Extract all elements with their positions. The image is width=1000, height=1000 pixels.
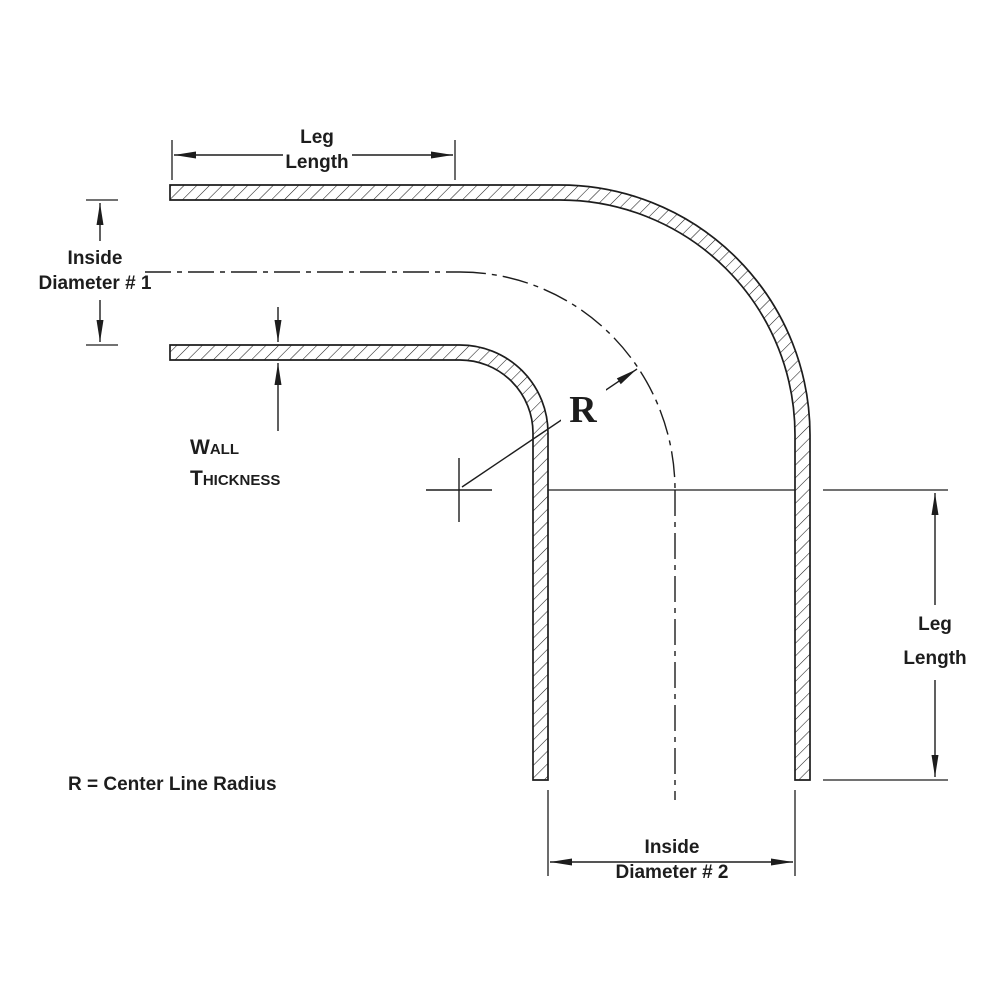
inside-diameter-1-label-line1: Inside [68, 248, 123, 269]
callout-center-line-radius: R [461, 368, 638, 488]
radius-label-backing [561, 383, 606, 429]
lower-inner-wall-section [169, 344, 549, 781]
elbow-tube [169, 184, 811, 781]
inside-diameter-2-label-line2: Diameter # 2 [615, 862, 728, 883]
leg-length-top-label-line2: Length [285, 152, 348, 173]
leg-length-right-label-line1: Leg [918, 614, 952, 635]
upper-outer-wall-section [169, 184, 811, 781]
radius-leader-arrow [461, 368, 638, 488]
legend-text: R = Center Line Radius [68, 774, 277, 795]
inside-diameter-1-label-line2: Diameter # 1 [38, 273, 151, 294]
centerline-bend-arc [459, 271, 676, 491]
dimension-leg-length-right: Leg Length [823, 489, 967, 781]
wall-thickness-label-line2: Thickness [190, 467, 280, 490]
inside-diameter-2-label-line1: Inside [645, 837, 700, 858]
callout-wall-thickness: Wall Thickness [190, 307, 282, 490]
leg-length-top-label-line1: Leg [300, 127, 334, 148]
leg-length-right-label-line2: Length [903, 648, 966, 669]
wall-thickness-label-line1: Wall [190, 436, 239, 459]
bend-center-cross [426, 458, 492, 522]
dimension-inside-diameter-2: Inside Diameter # 2 [547, 790, 796, 883]
radius-label: R [569, 389, 597, 431]
center-lines [145, 271, 676, 800]
dimension-leg-length-top: Leg Length [171, 127, 456, 180]
dimension-inside-diameter-1: Inside Diameter # 1 [38, 199, 152, 346]
